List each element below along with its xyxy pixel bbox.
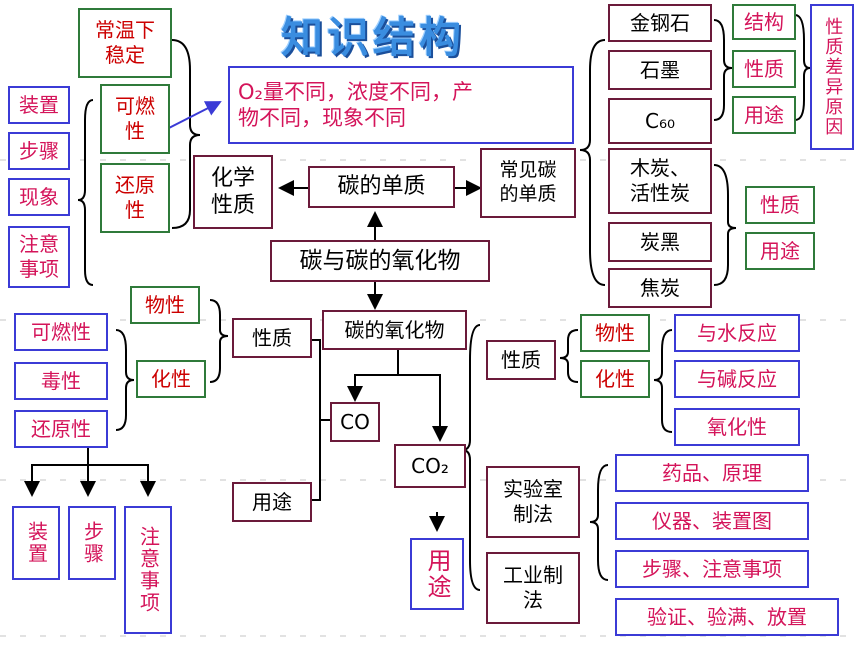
co-property: 性质 <box>232 318 312 358</box>
allotrope-c60: C₆₀ <box>608 98 712 144</box>
item-device: 装置 <box>8 86 70 124</box>
co-toxicity: 毒性 <box>14 362 108 400</box>
co-reducibility: 还原性 <box>14 410 108 448</box>
aspect-structure: 结构 <box>732 4 796 40</box>
item-precautions: 注意 事项 <box>8 226 70 288</box>
stable-at-room-temp: 常温下 稳定 <box>78 8 172 78</box>
item-steps: 步骤 <box>8 132 70 170</box>
allotrope-charcoal: 木炭、 活性炭 <box>608 148 712 214</box>
lab-verify-collect-store: 验证、验满、放置 <box>615 598 839 636</box>
page-title: 知识结构 <box>280 12 465 62</box>
chemical-property: 化学 性质 <box>193 155 273 229</box>
co2-lab-preparation: 实验室 制法 <box>486 466 580 538</box>
co-physical-property: 物性 <box>130 286 200 324</box>
allotrope-carbon-black: 炭黑 <box>608 222 712 262</box>
co2-chemical-property: 化性 <box>580 360 650 398</box>
co-precautions: 注意事项 <box>124 506 172 634</box>
co2-use: 用途 <box>410 538 464 610</box>
charcoal-use: 用途 <box>745 232 815 270</box>
co2-oxidizing: 氧化性 <box>674 408 800 446</box>
co-chemical-property: 化性 <box>136 360 206 398</box>
co-node: CO <box>330 402 380 442</box>
co2-node: CO₂ <box>394 444 466 488</box>
reducibility: 还原 性 <box>100 163 170 233</box>
co2-reaction-base: 与碱反应 <box>674 360 800 398</box>
lab-steps-precautions: 步骤、注意事项 <box>615 550 809 588</box>
combustibility: 可燃 性 <box>100 84 170 154</box>
center-topic: 碳与碳的氧化物 <box>270 240 490 282</box>
carbon-simple-substance: 碳的单质 <box>308 166 455 208</box>
aspect-use: 用途 <box>732 96 796 134</box>
property-difference-reason: 性质差异原因 <box>810 4 854 150</box>
co-combustibility: 可燃性 <box>14 313 108 351</box>
allotrope-coke: 焦炭 <box>608 268 712 308</box>
co-device: 装置 <box>12 506 60 580</box>
carbon-oxides: 碳的氧化物 <box>322 310 467 350</box>
co2-physical-property: 物性 <box>580 314 650 352</box>
co2-property: 性质 <box>486 340 556 380</box>
co2-reaction-water: 与水反应 <box>674 314 800 352</box>
co2-industrial-preparation: 工业制 法 <box>486 552 580 624</box>
allotrope-diamond: 金钢石 <box>608 4 712 42</box>
co-use: 用途 <box>232 482 312 522</box>
aspect-property: 性质 <box>732 50 796 88</box>
charcoal-property: 性质 <box>745 186 815 224</box>
item-phenomenon: 现象 <box>8 178 70 216</box>
co-steps: 步骤 <box>68 506 116 580</box>
common-carbon-substances: 常见碳 的单质 <box>480 148 576 218</box>
combustion-note: O₂量不同，浓度不同，产 物不同，现象不同 <box>228 66 574 144</box>
lab-reagents-principle: 药品、原理 <box>615 454 809 492</box>
allotrope-graphite: 石墨 <box>608 50 712 90</box>
lab-apparatus-diagram: 仪器、装置图 <box>615 502 809 540</box>
